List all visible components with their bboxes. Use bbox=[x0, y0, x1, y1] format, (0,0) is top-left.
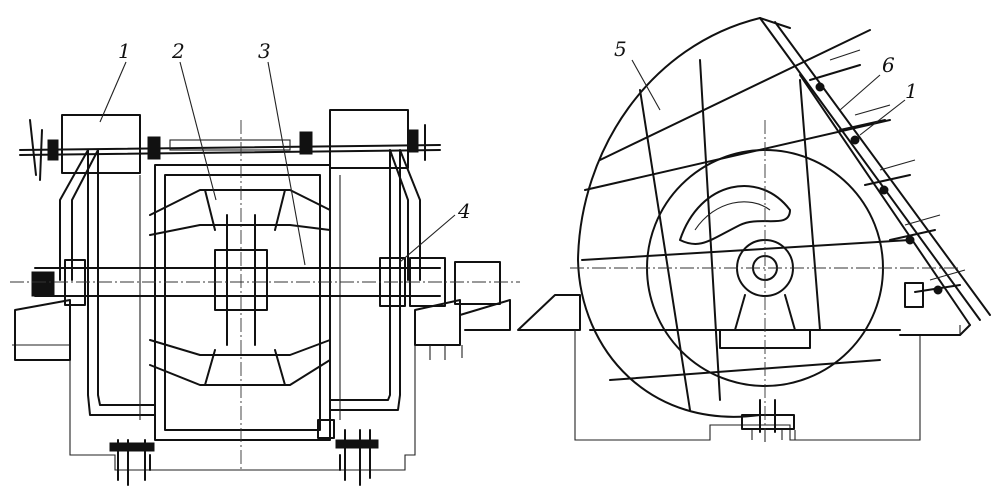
callout-4-left: 4 bbox=[457, 199, 471, 223]
left-anchor-bolts bbox=[109, 419, 379, 486]
callout-1-left: 1 bbox=[118, 39, 131, 63]
right-drum bbox=[577, 17, 911, 418]
callout-3-left: 3 bbox=[258, 39, 271, 63]
left-centerlines bbox=[10, 120, 520, 470]
right-hammer bbox=[679, 185, 791, 245]
right-view: 5 6 1 bbox=[517, 17, 991, 442]
callout-5-right: 5 bbox=[614, 37, 627, 61]
callout-2-left: 2 bbox=[171, 39, 185, 63]
left-view: 1 2 3 4 bbox=[10, 39, 520, 486]
callout-1-right: 1 bbox=[905, 79, 918, 103]
left-callouts: 1 2 3 4 bbox=[99, 39, 471, 266]
right-centerlines bbox=[570, 120, 960, 440]
left-rotor bbox=[149, 189, 331, 386]
callout-6-right: 6 bbox=[882, 53, 895, 77]
right-callouts: 5 6 1 bbox=[614, 37, 918, 136]
left-top-boxes bbox=[61, 109, 409, 174]
left-housing bbox=[59, 149, 421, 441]
right-grate bbox=[759, 17, 991, 336]
left-tie-rod bbox=[19, 119, 441, 181]
